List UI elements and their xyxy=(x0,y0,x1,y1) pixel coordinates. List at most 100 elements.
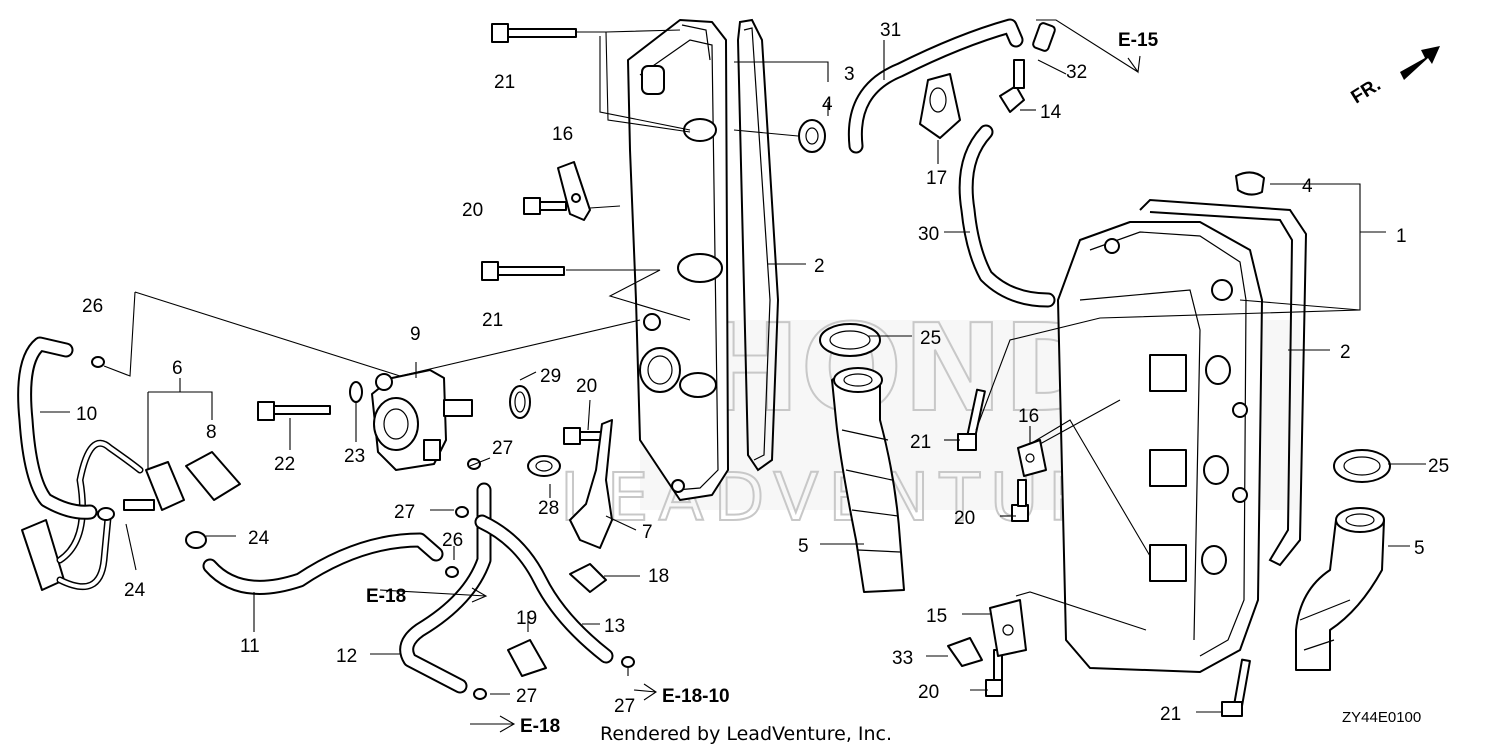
callout-32: 32 xyxy=(1066,62,1087,83)
reference-e18-10: E-18-10 xyxy=(662,686,730,707)
cylinder-head-cover-left xyxy=(627,19,729,501)
cover-gasket-right xyxy=(1139,198,1308,567)
callout-21-lower: 21 xyxy=(1160,704,1181,725)
bolt-upper-left xyxy=(491,23,577,43)
callout-33: 33 xyxy=(892,648,913,669)
callout-7: 7 xyxy=(642,522,653,543)
callout-27-a: 27 xyxy=(492,438,513,459)
long-bolt-22 xyxy=(257,401,331,421)
callout-2-right: 2 xyxy=(1340,342,1351,363)
bracket-left xyxy=(557,161,591,221)
callout-21-center: 21 xyxy=(910,432,931,453)
callout-13: 13 xyxy=(604,616,625,637)
callout-26-lower: 26 xyxy=(442,530,463,551)
callout-29: 29 xyxy=(540,366,561,387)
o-ring-29 xyxy=(509,385,531,419)
hose-12 xyxy=(399,482,492,694)
callout-25-right: 25 xyxy=(1428,456,1449,477)
callout-21-middle: 21 xyxy=(482,310,503,331)
clamp-17 xyxy=(919,73,961,139)
bolt-lower-right xyxy=(1221,658,1251,717)
solenoid-6 xyxy=(123,461,185,511)
callout-21-upper: 21 xyxy=(494,72,515,93)
callout-27-d: 27 xyxy=(614,696,635,717)
callout-23: 23 xyxy=(344,446,365,467)
callout-16-left: 16 xyxy=(552,124,573,145)
callout-17: 17 xyxy=(926,168,947,189)
callout-14: 14 xyxy=(1040,102,1062,123)
callout-5-right: 5 xyxy=(1414,538,1425,559)
clip-26-top xyxy=(91,356,105,368)
callout-2-left: 2 xyxy=(814,256,825,277)
clamp-28 xyxy=(527,455,561,477)
hose-13 xyxy=(474,514,614,664)
front-direction-arrow: FR. xyxy=(1348,46,1440,108)
callout-22: 22 xyxy=(274,454,295,475)
reference-e18-upper: E-18 xyxy=(366,586,406,607)
callout-24-right: 24 xyxy=(248,528,270,549)
callout-4-left: 4 xyxy=(822,94,833,115)
clamp-18 xyxy=(569,563,607,593)
callout-12: 12 xyxy=(336,646,357,667)
hose-10 xyxy=(17,336,98,520)
clip-27-d xyxy=(621,656,635,668)
small-bolt-lower xyxy=(985,649,1003,697)
air-tube-right xyxy=(1295,507,1385,671)
small-bolt-bracket-right xyxy=(1011,479,1029,522)
connector-8 xyxy=(185,451,241,501)
callout-28: 28 xyxy=(538,498,559,519)
pcv-valve-body xyxy=(371,369,473,471)
callout-18: 18 xyxy=(648,566,669,587)
callout-30: 30 xyxy=(918,224,939,245)
callout-31: 31 xyxy=(880,20,901,41)
clip-27-b xyxy=(455,506,469,518)
clip-24-left xyxy=(97,507,115,521)
air-tube-left xyxy=(831,367,905,593)
reference-e18-lower: E-18 xyxy=(520,716,560,737)
callout-15: 15 xyxy=(926,606,947,627)
callout-5-left: 5 xyxy=(798,536,809,557)
callout-labels: 1 2 2 3 4 4 5 5 6 7 8 9 10 11 12 13 14 1… xyxy=(76,20,1449,725)
bolt-center xyxy=(957,388,986,451)
callout-26-top: 26 xyxy=(82,296,103,317)
callout-16-right: 16 xyxy=(1018,406,1039,427)
callout-27-c: 27 xyxy=(516,686,537,707)
callout-20-upper: 20 xyxy=(462,200,483,221)
front-direction-label: FR. xyxy=(1348,74,1385,108)
callout-6: 6 xyxy=(172,358,183,379)
reference-labels: E-15 E-18 E-18 E-18-10 xyxy=(366,30,1159,737)
hose-11 xyxy=(202,532,444,595)
small-bolt-upper xyxy=(523,197,567,215)
washer-23 xyxy=(349,381,363,403)
clip-26-lower xyxy=(445,566,459,578)
leader-lines xyxy=(40,19,1426,733)
callout-20-right: 20 xyxy=(954,508,975,529)
grommet-right xyxy=(1235,171,1265,196)
bracket-plate xyxy=(569,419,613,549)
bracket-15 xyxy=(989,599,1027,657)
callout-20-plate: 20 xyxy=(576,376,597,397)
hose-31 xyxy=(847,18,1024,154)
bolt-middle-left xyxy=(481,261,565,281)
callout-27-b: 27 xyxy=(394,502,415,523)
callout-4-right: 4 xyxy=(1302,176,1313,197)
hose-clamp-right xyxy=(1333,449,1391,483)
callout-11: 11 xyxy=(240,636,260,657)
callout-20-lower: 20 xyxy=(918,682,939,703)
callout-19: 19 xyxy=(516,608,537,629)
callout-8: 8 xyxy=(206,422,217,443)
cap-32 xyxy=(1032,22,1056,52)
callout-9: 9 xyxy=(410,324,421,345)
joint-14 xyxy=(999,59,1025,113)
clip-27-c xyxy=(473,688,487,700)
callout-3: 3 xyxy=(844,64,855,85)
hose-clamp-left xyxy=(819,323,881,357)
cover-gasket-left xyxy=(736,18,780,472)
callout-10: 10 xyxy=(76,404,97,425)
hose-30 xyxy=(958,124,1056,308)
callout-24-left: 24 xyxy=(124,580,146,601)
credit-text: Rendered by LeadVenture, Inc. xyxy=(600,723,892,745)
callout-1: 1 xyxy=(1396,226,1407,247)
wire-harness xyxy=(56,439,144,591)
